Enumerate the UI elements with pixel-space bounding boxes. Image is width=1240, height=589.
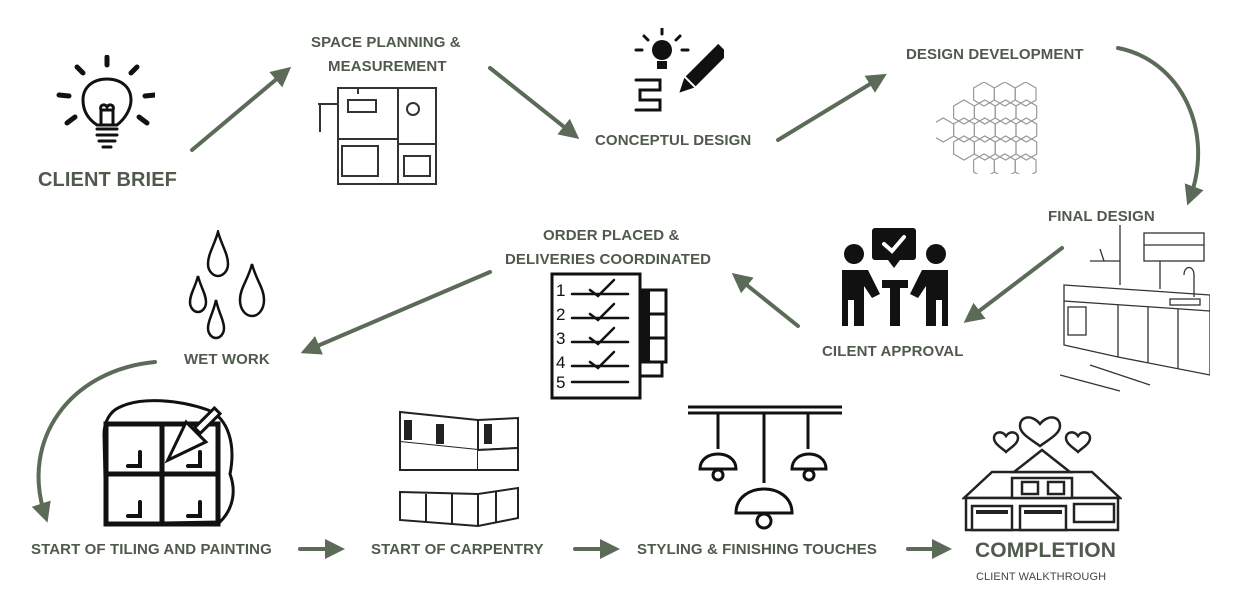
kitchen-cabinets-icon	[399, 410, 519, 528]
hexagon-cell	[994, 117, 1017, 143]
checklist-number: 1	[556, 281, 565, 300]
floor-plan-icon	[318, 87, 437, 185]
hexagon-cell	[1015, 135, 1038, 161]
client-brief-label: CLIENT BRIEF	[38, 169, 177, 191]
arrow-order-to-wetwork	[300, 270, 492, 355]
hexagon-cell	[953, 117, 976, 143]
order-placed-label: ORDER PLACED &	[543, 227, 680, 244]
arrow-approval-to-order	[731, 273, 800, 328]
checklist-number: 5	[556, 373, 565, 392]
arrow-development-to-final	[1116, 46, 1204, 206]
checklist-number: 4	[556, 353, 565, 372]
arrow-wetwork-to-tiling	[31, 360, 157, 523]
completion-label: COMPLETION	[975, 539, 1116, 562]
water-drops-icon	[188, 230, 266, 340]
hexagon-cell	[973, 135, 996, 161]
hexagon-cell	[993, 153, 1016, 174]
hexagon-cell	[973, 99, 996, 125]
final-design-label: FINAL DESIGN	[1048, 208, 1155, 225]
hexagon-cell	[973, 117, 996, 143]
hexagon-cell	[936, 117, 955, 143]
hexagon-cell	[994, 135, 1017, 161]
tiling-painting-label: START OF TILING AND PAINTING	[31, 541, 272, 558]
hexagon-cell	[994, 99, 1017, 125]
kitchen-sketch-icon	[1060, 225, 1210, 392]
arrow-final-to-approval	[963, 246, 1064, 323]
carpentry-label: START OF CARPENTRY	[371, 541, 544, 558]
idea-pencil-icon	[634, 28, 724, 112]
checklist-number: 3	[556, 329, 565, 348]
arrow-concept-to-development	[776, 73, 887, 142]
client-approval-label: CILENT APPROVAL	[822, 343, 964, 360]
completion-sub-label: CLIENT WALKTHROUGH	[976, 571, 1107, 583]
conceptual-design-label: CONCEPTUL DESIGN	[595, 132, 752, 149]
checklist-number: 2	[556, 305, 565, 324]
hexagon-cell	[1015, 117, 1038, 143]
tiling-trowel-icon	[102, 399, 235, 527]
hexagon-cell	[972, 82, 996, 107]
design-development-label: DESIGN DEVELOPMENT	[906, 46, 1084, 63]
checklist-icon: 1 2 3 4 5	[550, 272, 668, 400]
arrow-planning-to-concept	[488, 66, 580, 139]
hexagon-cell	[1014, 153, 1037, 174]
hexagon-cell	[972, 153, 996, 174]
hexagon-cell	[993, 82, 1016, 107]
hexagon-cell	[1015, 99, 1038, 125]
meeting-approval-icon	[842, 228, 948, 326]
order-placed-label-2: DELIVERIES COORDINATED	[505, 251, 712, 268]
styling-label: STYLING & FINISHING TOUCHES	[637, 541, 877, 558]
space-planning-label-2: MEASUREMENT	[328, 58, 447, 75]
pendant-lamps-icon	[688, 405, 842, 530]
space-planning-label: SPACE PLANNING &	[311, 34, 461, 51]
wet-work-label: WET WORK	[184, 351, 270, 368]
hexagon-cell	[953, 99, 976, 125]
hexagon-pattern-icon	[936, 82, 1038, 174]
hexagon-cell	[1014, 82, 1037, 107]
arrow-brief-to-planning	[190, 66, 292, 152]
house-hearts-icon	[962, 416, 1122, 532]
lightbulb-icon	[56, 55, 155, 149]
hexagon-cell	[953, 135, 976, 161]
